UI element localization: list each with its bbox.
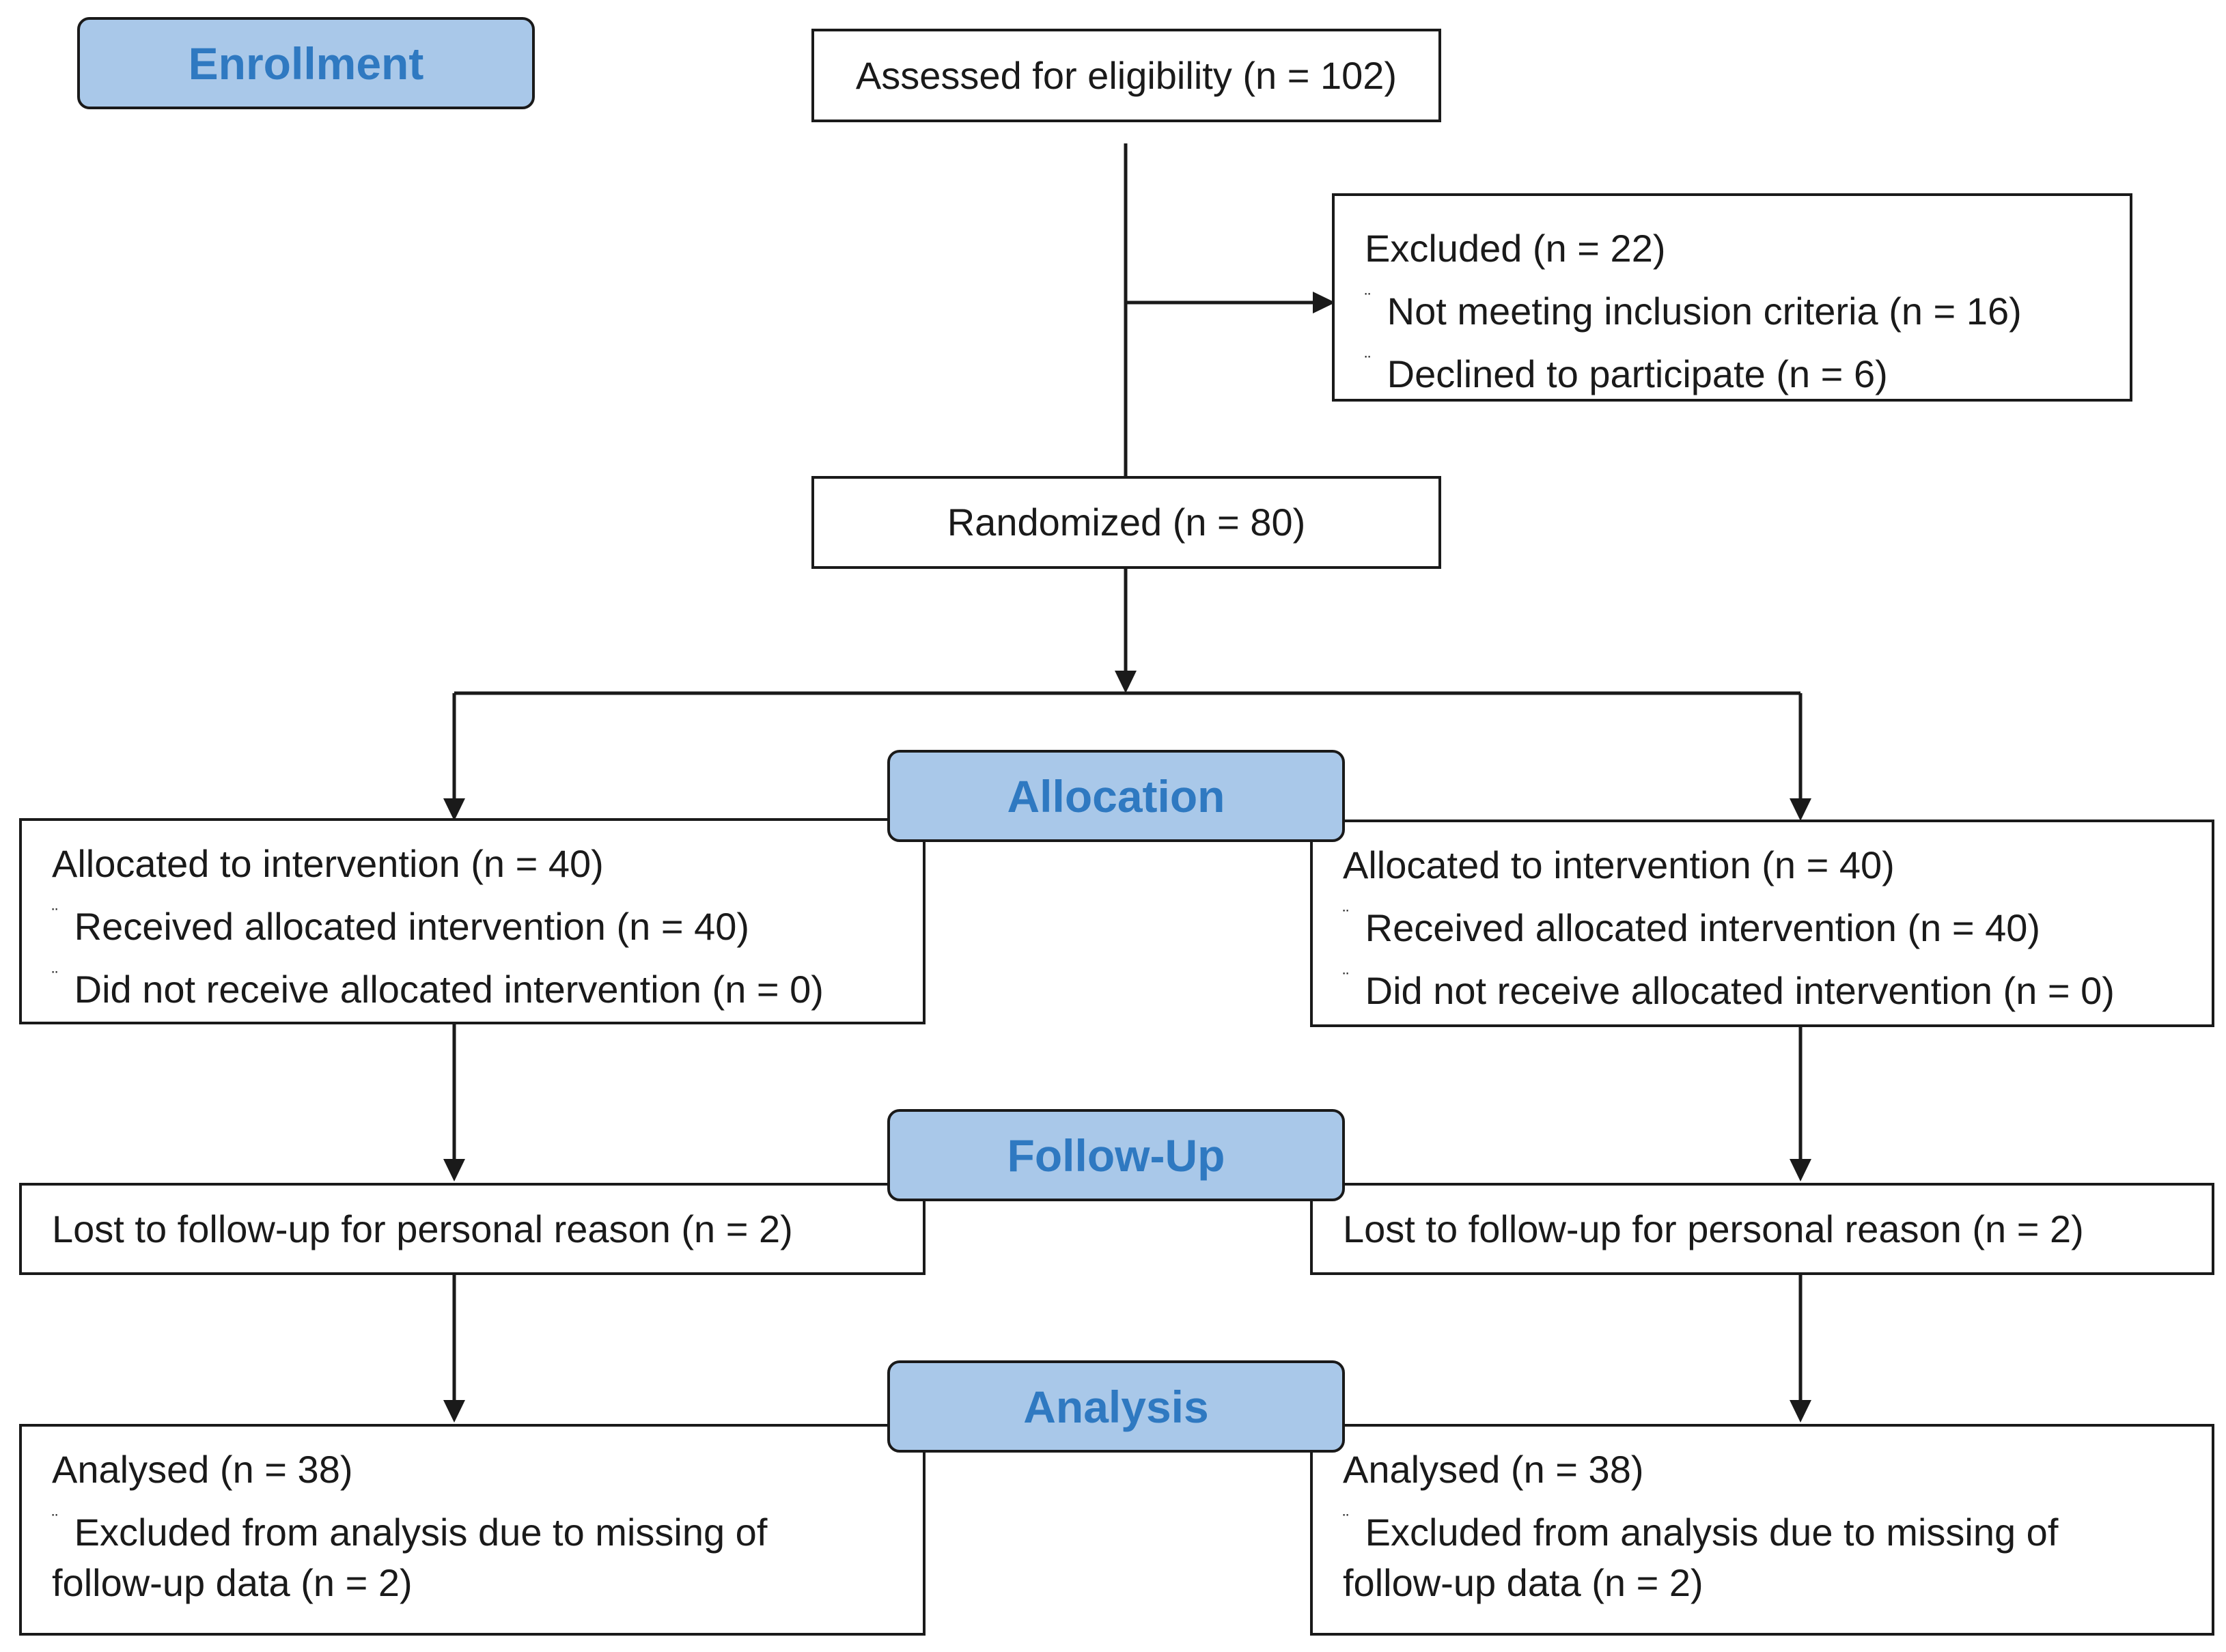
allocation-box-right: Allocated to intervention (n = 40) ¨ Rece… [1310, 820, 2214, 1027]
allocation-box-left: Allocated to intervention (n = 40) ¨ Rece… [19, 818, 926, 1024]
analysis-item-continuation: follow-up data (n = 2) [1343, 1561, 1703, 1604]
stage-enrollment: Enrollment [77, 17, 535, 109]
stage-follow-up-label: Follow-Up [1007, 1130, 1225, 1181]
allocation-item-text: Did not receive allocated intervention (… [74, 968, 824, 1011]
bullet-glyph: ¨ [52, 967, 58, 988]
excluded-box: Excluded (n = 22) ¨ Not meeting inclusion… [1332, 193, 2132, 402]
allocation-item: ¨ Received allocated intervention (n = 40… [52, 889, 923, 952]
analysis-box-right: Analysed (n = 38) ¨ Excluded from analysi… [1310, 1424, 2214, 1636]
excluded-item: ¨ Declined to participate (n = 6) [1365, 337, 2130, 400]
assessed-text: Assessed for eligibility (n = 102) [855, 53, 1397, 97]
excluded-arrowhead [1313, 292, 1335, 313]
analysis-title: Analysed (n = 38) [52, 1448, 353, 1491]
right-follow-arrowhead [1790, 1159, 1811, 1181]
allocation-item: ¨ Did not receive allocated intervention … [1343, 953, 2212, 1016]
analysis-box-left: Analysed (n = 38) ¨ Excluded from analysi… [19, 1424, 926, 1636]
bullet-glyph: ¨ [52, 1510, 58, 1530]
analysis-item: ¨ Excluded from analysis due to missing o… [1343, 1495, 2212, 1558]
analysis-item-continuation: follow-up data (n = 2) [52, 1561, 413, 1604]
right-analysis-arrowhead [1790, 1400, 1811, 1423]
excluded-item-text: Declined to participate (n = 6) [1387, 352, 1888, 395]
allocation-title: Allocated to intervention (n = 40) [1343, 843, 1895, 886]
stage-analysis-label: Analysis [1023, 1381, 1209, 1432]
follow-up-text: Lost to follow-up for personal reason (n… [52, 1207, 793, 1250]
bullet-glyph: ¨ [1343, 906, 1349, 926]
follow-up-text: Lost to follow-up for personal reason (n… [1343, 1207, 2084, 1250]
stage-allocation: Allocation [887, 750, 1345, 842]
excluded-title: Excluded (n = 22) [1365, 227, 1666, 270]
follow-up-box-left: Lost to follow-up for personal reason (n… [19, 1183, 926, 1275]
bullet-glyph: ¨ [52, 904, 58, 925]
follow-up-box-right: Lost to follow-up for personal reason (n… [1310, 1183, 2214, 1275]
allocation-item-text: Received allocated intervention (n = 40) [74, 905, 750, 948]
bullet-glyph: ¨ [1365, 352, 1371, 372]
assessed-box: Assessed for eligibility (n = 102) [811, 29, 1441, 122]
analysis-item: ¨ Excluded from analysis due to missing o… [52, 1495, 923, 1558]
allocation-title: Allocated to intervention (n = 40) [52, 842, 604, 885]
randomized-box: Randomized (n = 80) [811, 476, 1441, 569]
left-analysis-arrowhead [443, 1400, 465, 1423]
left-follow-arrowhead [443, 1159, 465, 1181]
analysis-item-text: Excluded from analysis due to missing of [1365, 1511, 2059, 1554]
allocation-item: ¨ Did not receive allocated intervention … [52, 952, 923, 1015]
stage-allocation-label: Allocation [1007, 770, 1225, 822]
stage-analysis: Analysis [887, 1360, 1345, 1453]
stage-follow-up: Follow-Up [887, 1109, 1345, 1201]
analysis-title: Analysed (n = 38) [1343, 1448, 1644, 1491]
bullet-glyph: ¨ [1343, 968, 1349, 989]
excluded-item: ¨ Not meeting inclusion criteria (n = 16) [1365, 274, 2130, 337]
randomized-arrowhead [1115, 671, 1137, 693]
randomized-text: Randomized (n = 80) [947, 501, 1306, 544]
analysis-item-text: Excluded from analysis due to missing of [74, 1511, 768, 1554]
left-alloc-arrowhead [443, 798, 465, 821]
stage-enrollment-label: Enrollment [188, 38, 424, 89]
right-alloc-arrowhead [1790, 798, 1811, 821]
allocation-item: ¨ Received allocated intervention (n = 40… [1343, 891, 2212, 953]
allocation-item-text: Did not receive allocated intervention (… [1365, 969, 2115, 1012]
bullet-glyph: ¨ [1343, 1510, 1349, 1530]
excluded-item-text: Not meeting inclusion criteria (n = 16) [1387, 290, 2022, 333]
allocation-item-text: Received allocated intervention (n = 40) [1365, 906, 2041, 949]
bullet-glyph: ¨ [1365, 289, 1371, 309]
